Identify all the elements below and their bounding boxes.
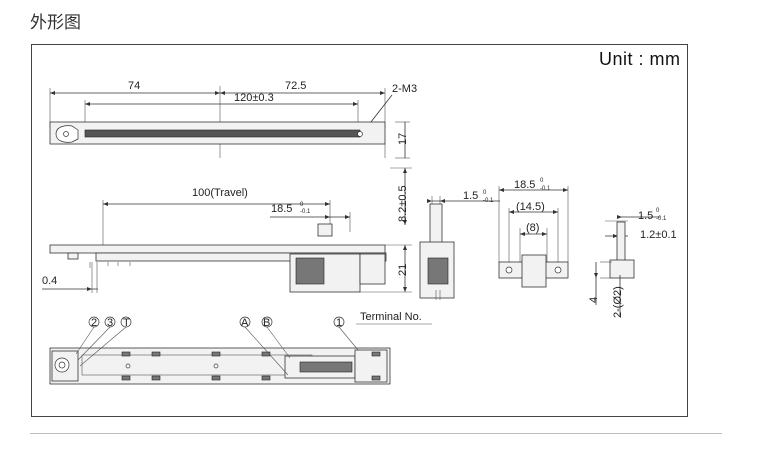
page-heading: 外形图: [30, 13, 81, 32]
bottom-divider: [30, 433, 722, 434]
dim-side-1-2: 1.2±0.1: [640, 229, 677, 241]
frame-side: [49, 244, 386, 254]
dim-pin-diameter: 2-(Ø2): [612, 286, 624, 318]
dim-right-length: 72.5: [285, 80, 306, 92]
dim-width-8: (8): [526, 222, 539, 234]
dim-mount-screws: 2-M3: [392, 83, 417, 95]
svg-text:0: 0: [540, 178, 544, 184]
svg-text:-0.1: -0.1: [540, 186, 551, 192]
dim-left-length: 74: [128, 80, 140, 92]
svg-text:A: A: [241, 317, 249, 329]
svg-text:-0.1: -0.1: [656, 216, 667, 222]
knob-detail-view: 18.5 0 -0.1 (14.5) (8): [498, 178, 569, 288]
tol-offset-bottom: -0.1: [300, 209, 311, 215]
dim-height-8-2: 8.2±0.5: [397, 185, 409, 222]
bottom-view: 2 3 T A B 1 Terminal No.: [49, 311, 432, 385]
side-detail-view: 1.5 0 -0.1 1.2±0.1 4 2-(Ø2): [588, 208, 677, 318]
dim-thickness-0-4: 0.4: [42, 275, 57, 287]
dim-knob-1-5: 1.5: [463, 190, 478, 202]
knob-side: [317, 223, 333, 237]
front-view-knob: 1.5 0 -0.1: [419, 190, 500, 300]
svg-text:T: T: [123, 317, 130, 329]
unit-label: Unit : mm: [599, 49, 681, 69]
dim-depth-4: 4: [588, 297, 600, 303]
dim-width-14-5: (14.5): [516, 201, 545, 213]
svg-text:B: B: [263, 317, 270, 329]
svg-text:0: 0: [483, 190, 487, 196]
svg-text:2: 2: [91, 317, 97, 329]
svg-text:-0.1: -0.1: [483, 198, 494, 204]
dim-center-distance: 120±0.3: [234, 92, 274, 104]
dim-height-17: 17: [397, 133, 409, 145]
terminal-number-label: Terminal No.: [360, 311, 422, 323]
fader-slot: [84, 129, 361, 138]
drawing-frame: [31, 44, 688, 417]
side-view: 100(Travel) 18.5 0 -0.1 8.2±0.5 21 0.4: [42, 167, 412, 293]
svg-text:3: 3: [107, 317, 113, 329]
dim-side-1-5: 1.5: [638, 210, 653, 222]
svg-text:0: 0: [656, 208, 660, 214]
dim-height-21: 21: [397, 264, 409, 276]
tol-offset-top: 0: [300, 202, 304, 208]
top-view: 74 72.5 120±0.3 2-M3 17: [49, 80, 417, 159]
dim-offset-18-5: 18.5: [271, 203, 292, 215]
dim-travel: 100(Travel): [192, 187, 248, 199]
knob-stem: [429, 203, 443, 245]
svg-text:1: 1: [336, 317, 342, 329]
knob-pin-side: [616, 221, 626, 263]
dim-width-18-5: 18.5: [514, 179, 535, 191]
mount-hole-right: [357, 131, 363, 137]
